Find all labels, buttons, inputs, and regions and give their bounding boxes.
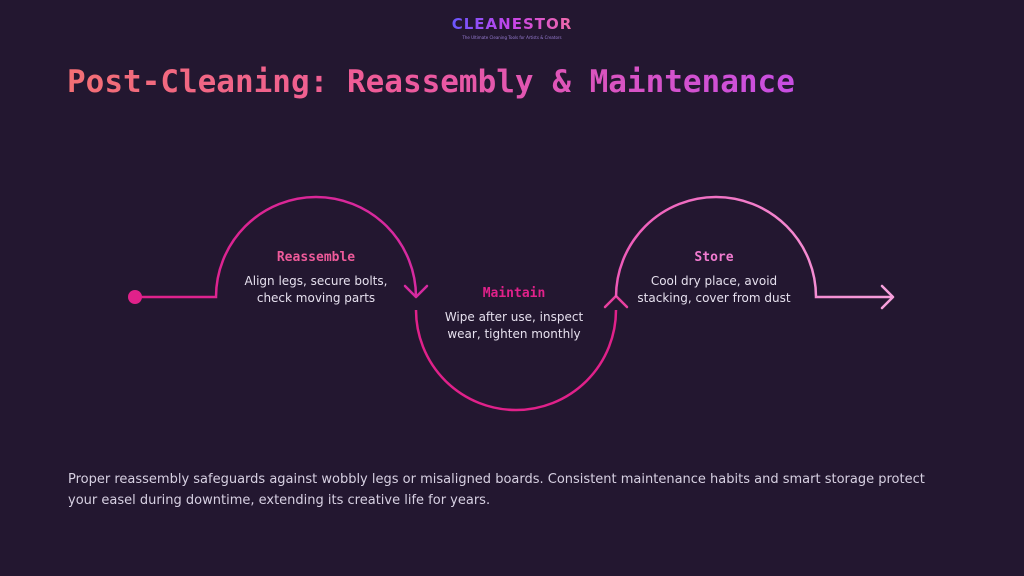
desc-line: check moving parts [256,291,376,305]
step-store-title: Store [694,250,734,265]
step-reassemble-desc: Align legs, secure bolts, check moving p… [226,273,406,307]
desc-line: Align legs, secure bolts, [244,274,388,288]
desc-line: wear, tighten monthly [447,327,581,341]
page-title: Post-Cleaning: Reassembly & Maintenance [67,64,795,100]
desc-line: Cool dry place, avoid [650,274,778,288]
logo-tagline: The Ultimate Cleaning Tools for Artists … [462,35,562,40]
summary-paragraph: Proper reassembly safeguards against wob… [68,472,925,508]
brand-logo: CLEANESTOR The Ultimate Cleaning Tools f… [0,14,1024,40]
desc-line: stacking, cover from dust [637,291,791,305]
desc-line: Wipe after use, inspect [444,310,584,324]
reassemble-arc [135,195,418,299]
step-reassemble-title: Reassemble [276,250,356,265]
maintain-arc [414,309,618,412]
logo-wordmark: CLEANESTOR [451,15,573,33]
down-arrowhead [403,284,429,299]
step-maintain-desc: Wipe after use, inspect wear, tighten mo… [424,309,604,343]
store-arc [614,195,893,299]
step-store-desc: Cool dry place, avoid stacking, cover fr… [624,273,804,307]
end-arrowhead [880,284,895,310]
step-maintain-title: Maintain [482,286,546,301]
